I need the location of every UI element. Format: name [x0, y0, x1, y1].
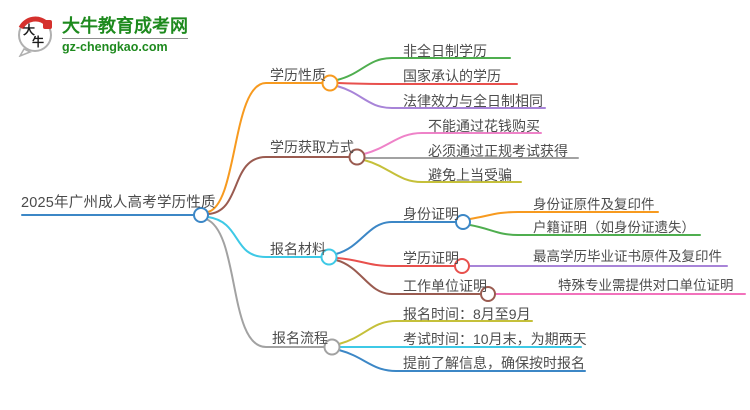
leaf-label-no-buying: 不能通过花钱购买: [428, 118, 540, 134]
branch-label-process: 报名流程: [272, 330, 328, 346]
root-node-circle: [193, 207, 209, 223]
logo-text-block: 大牛教育成考网 gz-chengkao.com: [62, 16, 188, 55]
connector-branch-2: [207, 216, 322, 258]
connector-branch-3-child-2: [338, 349, 586, 372]
node-circle-id-proof: [455, 214, 471, 230]
node-circle-branch-0: [321, 74, 339, 92]
connector-branch-1-child-2: [363, 159, 522, 183]
leaf-label-formal-exam: 必须通过正规考试获得: [428, 143, 568, 159]
connector-branch-0-child-2: [336, 85, 546, 109]
connector-branch-0-child-0: [336, 57, 511, 81]
node-circle-branch-1: [348, 148, 366, 166]
leaf-label-special-major-proof: 特殊专业需提供对口单位证明: [558, 278, 734, 293]
logo-site-name: 大牛教育成考网: [62, 16, 188, 39]
svg-text:大: 大: [23, 22, 35, 37]
leaf-label-diploma-original-copy: 最高学历毕业证书原件及复印件: [533, 249, 722, 264]
leaf-label-id-original-copy: 身份证原件及复印件: [533, 197, 655, 212]
branch-label-obtain-method: 学历获取方式: [270, 139, 354, 155]
leaf-label-signup-time: 报名时间：8月至9月: [403, 306, 531, 322]
branch-label-qualification-nature: 学历性质: [270, 67, 326, 83]
leaf-label-avoid-scam: 避免上当受骗: [428, 167, 512, 183]
connector-branch-2-child-0-sub-0: [469, 211, 659, 220]
connector-branch-2-child-2: [335, 259, 481, 295]
leaf-label-part-time: 非全日制学历: [403, 43, 487, 59]
connector-branch-2-child-0-sub-1: [469, 224, 701, 236]
logo-seal-icon: [43, 20, 52, 29]
node-circle-work-proof: [480, 286, 496, 302]
root-topic-label: 2025年广州成人高考学历性质: [21, 195, 216, 211]
connector-branch-2-child-0: [335, 221, 456, 255]
connector-branch-0-child-1: [337, 82, 518, 85]
svg-text:牛: 牛: [32, 34, 44, 49]
leaf-label-legal-effect: 法律效力与全日制相同: [403, 93, 543, 109]
leaf-label-know-info: 提前了解信息，确保按时报名: [403, 355, 585, 371]
leaf-label-id-proof: 身份证明: [403, 206, 459, 222]
branch-label-materials: 报名材料: [270, 241, 326, 257]
logo-site-domain: gz-chengkao.com: [62, 39, 168, 54]
node-circle-branch-2: [320, 248, 338, 266]
leaf-label-edu-proof: 学历证明: [403, 250, 459, 266]
connector-branch-0: [207, 82, 323, 213]
node-circle-branch-3: [323, 338, 341, 356]
leaf-label-exam-time: 考试时间：10月末，为期两天: [403, 331, 587, 347]
connector-branch-1: [207, 156, 350, 215]
connector-branch-2-child-1: [336, 257, 455, 267]
node-circle-edu-proof: [454, 258, 470, 274]
connector-branch-3: [205, 218, 325, 348]
leaf-label-state-recognized: 国家承认的学历: [403, 68, 501, 84]
connector-branch-3-child-0: [338, 320, 533, 345]
logo-bubble-icon: 大 牛: [18, 16, 52, 57]
connector-branch-1-child-0: [363, 132, 542, 155]
leaf-label-household-proof: 户籍证明（如身份证遗失）: [533, 220, 695, 235]
leaf-label-work-proof: 工作单位证明: [403, 278, 487, 294]
site-logo[interactable]: 大 牛 大牛教育成考网 gz-chengkao.com: [14, 13, 188, 57]
